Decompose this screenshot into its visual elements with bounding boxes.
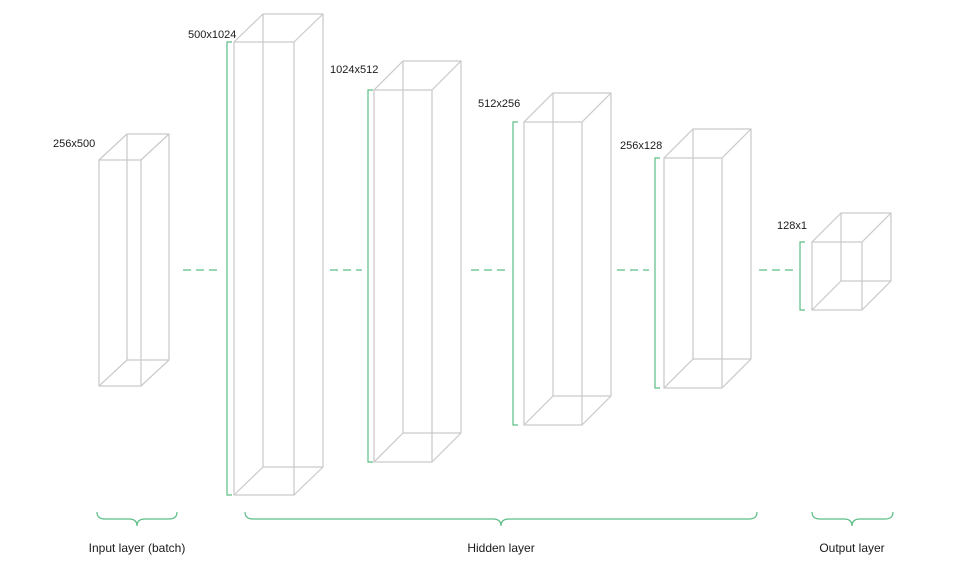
dim-label-input: 256x500 <box>53 138 95 150</box>
bracket-hidden-4 <box>654 157 660 389</box>
box-input-matrix <box>98 133 170 387</box>
dim-label-hidden-1: 500x1024 <box>188 29 236 41</box>
bracket-output <box>799 241 805 311</box>
dim-label-hidden-3: 512x256 <box>478 98 520 110</box>
brace-output-layer <box>811 511 894 527</box>
box-hidden-matrix-4 <box>663 128 752 389</box>
brace-hidden-layer <box>244 511 758 527</box>
dim-label-hidden-2: 1024x512 <box>330 64 378 76</box>
brace-input-layer <box>96 511 178 527</box>
box-output-matrix <box>811 212 892 311</box>
box-hidden-matrix-3 <box>523 92 612 426</box>
bracket-hidden-3 <box>512 121 518 426</box>
label-output-layer: Output layer <box>819 541 884 555</box>
box-hidden-matrix-1 <box>233 13 324 496</box>
label-hidden-layer: Hidden layer <box>467 541 534 555</box>
bracket-hidden-1 <box>226 41 232 496</box>
dim-label-output: 128x1 <box>777 220 807 232</box>
dim-label-hidden-4: 256x128 <box>620 140 662 152</box>
box-hidden-matrix-2 <box>373 60 462 463</box>
label-input-layer: Input layer (batch) <box>89 541 186 555</box>
bracket-hidden-2 <box>367 89 373 463</box>
